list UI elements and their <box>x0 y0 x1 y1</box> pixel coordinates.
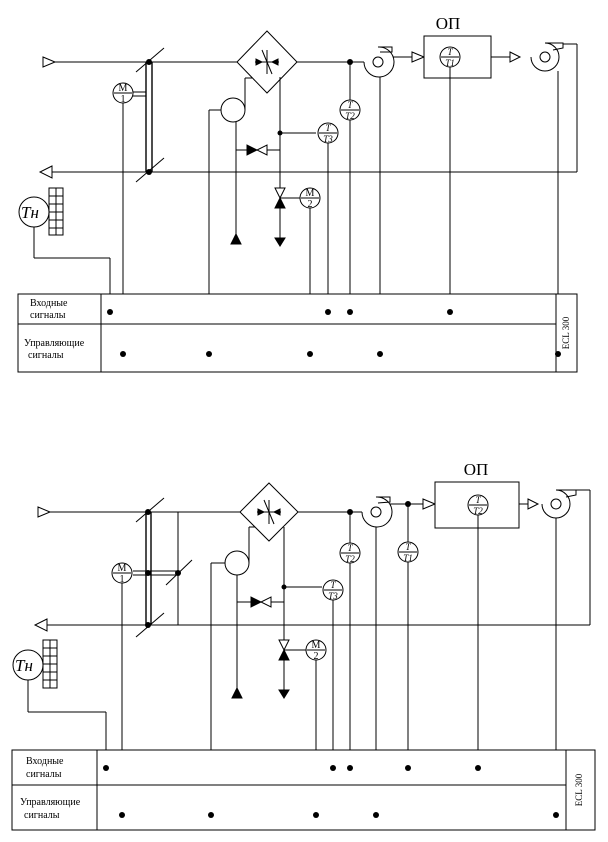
sensor-t2-room: T T2 <box>467 494 489 768</box>
sensor-t3-2: T T3 <box>322 579 344 601</box>
outdoor-sensor-tn: Tн <box>18 187 111 312</box>
sensor-t3-top: T <box>325 123 331 133</box>
sensor-t1-bottom: T1 <box>445 58 455 68</box>
control-signals-label-2: сигналы <box>28 350 64 361</box>
scheme-1: M 1 <box>17 14 578 373</box>
valve-motor-m2-2-top: M <box>312 640 321 651</box>
input-signals-label-1: Входные <box>30 298 68 309</box>
sensor-t2-2-top: T <box>347 543 353 553</box>
input-signals-label-2: сигналы <box>30 310 66 321</box>
outdoor-sensor-label: Tн <box>21 203 39 222</box>
valve-motor-m2-2: M 2 <box>305 639 327 662</box>
sensor-t2: T T2 <box>339 59 361 121</box>
valve-group <box>236 77 316 247</box>
scheme-2: M 1 <box>11 460 596 831</box>
sensor-t3-bottom: T3 <box>323 134 333 144</box>
sensor-t2-room-bottom: T2 <box>473 506 483 516</box>
sensor-t1-2-top: T <box>405 542 411 552</box>
sensor-t2-2-bottom: T2 <box>345 554 355 564</box>
sensor-t1-2-bottom: T1 <box>403 553 413 563</box>
sensor-t3-2-top: T <box>330 580 336 590</box>
valve-motor-m2-2-bottom: 2 <box>314 651 319 662</box>
exhaust-fan-2 <box>541 489 577 519</box>
sensor-t2-bottom: T2 <box>345 111 355 121</box>
sensor-t1: T T1 <box>439 46 461 312</box>
heat-exchanger <box>236 30 298 94</box>
room-op-title: ОП <box>436 14 461 33</box>
input-signals-label-2-2: сигналы <box>26 769 62 780</box>
sensor-t2-2: T T2 <box>339 509 361 564</box>
controller-name: ECL 300 <box>561 316 571 349</box>
sensor-t3-2-bottom: T3 <box>328 591 338 601</box>
damper-motor-m1: M 1 <box>112 82 134 105</box>
damper-motor-m1-2-bottom: 1 <box>120 574 125 585</box>
input-signals-label-2-1: Входные <box>26 756 64 767</box>
damper-motor-m1-bottom: 1 <box>121 94 126 105</box>
room-op-box-2: ОП <box>434 460 520 529</box>
outdoor-sensor-tn-2: Tн <box>12 639 107 768</box>
controller-name-2: ECL 300 <box>574 773 584 806</box>
valve-motor-m2-top: M <box>306 188 315 199</box>
return-air-line-2 <box>33 489 591 632</box>
damper-motor-m1-2-top: M <box>118 563 127 574</box>
damper-motor-m1-2: M 1 <box>111 562 133 585</box>
room-op-title-2: ОП <box>464 460 489 479</box>
sensor-t2-room-top: T <box>475 495 481 505</box>
valve-motor-m2: M 2 <box>299 187 321 210</box>
controller-table-2: Входные сигналы Управляющие сигналы ECL … <box>11 749 596 831</box>
control-signals-label-2-2: сигналы <box>24 810 60 821</box>
control-signals-label-1: Управляющие <box>24 338 85 349</box>
valve-group-2 <box>237 527 322 699</box>
damper-assembly-2 <box>133 497 193 638</box>
room-op-box: ОП <box>423 14 492 79</box>
sensor-t3: T T3 <box>317 122 339 144</box>
control-signals-label-2-1: Управляющие <box>20 797 81 808</box>
sensor-t1-2: T T1 <box>397 501 419 768</box>
damper-assembly <box>133 47 165 183</box>
sensor-t2-top: T <box>347 100 353 110</box>
outdoor-sensor-label-2: Tн <box>15 656 33 675</box>
damper-motor-m1-top: M <box>119 83 128 94</box>
controller-table: Входные сигналы Управляющие сигналы ECL … <box>17 293 578 373</box>
exhaust-fan <box>530 42 564 72</box>
return-air-line <box>38 43 578 179</box>
sensor-t1-top: T <box>447 47 453 57</box>
valve-motor-m2-bottom: 2 <box>308 199 313 210</box>
